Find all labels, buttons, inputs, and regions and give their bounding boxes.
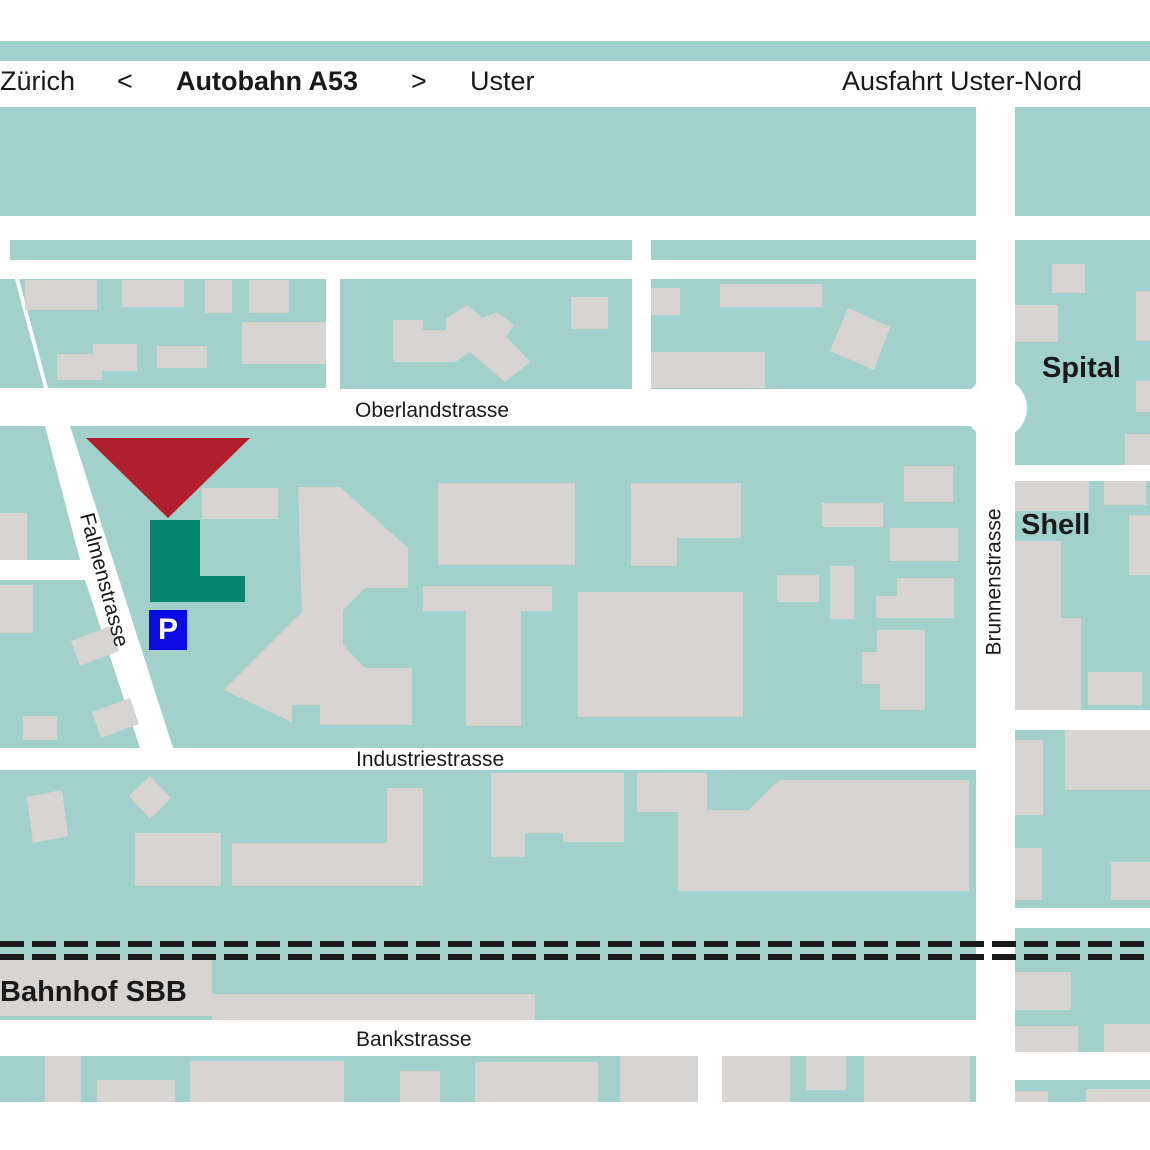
- highway-east-label: Uster: [470, 66, 535, 96]
- highway-band: [0, 41, 1150, 61]
- street-label-bankstrasse: Bankstrasse: [356, 1028, 472, 1051]
- company-building-l: [150, 520, 245, 602]
- poi-label-spital: Spital: [1042, 352, 1121, 384]
- buildings: [0, 264, 1150, 1102]
- roundabout: [965, 377, 1027, 439]
- location-marker-triangle: [86, 438, 250, 518]
- street-label-industriestrasse: Industriestrasse: [356, 748, 505, 771]
- highway-name-label: Autobahn A53: [176, 66, 358, 96]
- poi-label-shell: Shell: [1021, 509, 1091, 541]
- poi-label-bahnhof: Bahnhof SBB: [0, 976, 187, 1008]
- city-blocks: [0, 107, 1150, 1102]
- exit-label: Ausfahrt Uster-Nord: [842, 66, 1083, 96]
- street-label-oberlandstrasse: Oberlandstrasse: [355, 399, 510, 422]
- arrow-left-label: <: [117, 66, 133, 96]
- street-label-brunnenstrasse: Brunnenstrasse: [982, 508, 1006, 656]
- parking-icon: P: [149, 610, 187, 650]
- highway-west-label: Zürich: [0, 66, 76, 96]
- arrow-right-label: >: [411, 66, 427, 96]
